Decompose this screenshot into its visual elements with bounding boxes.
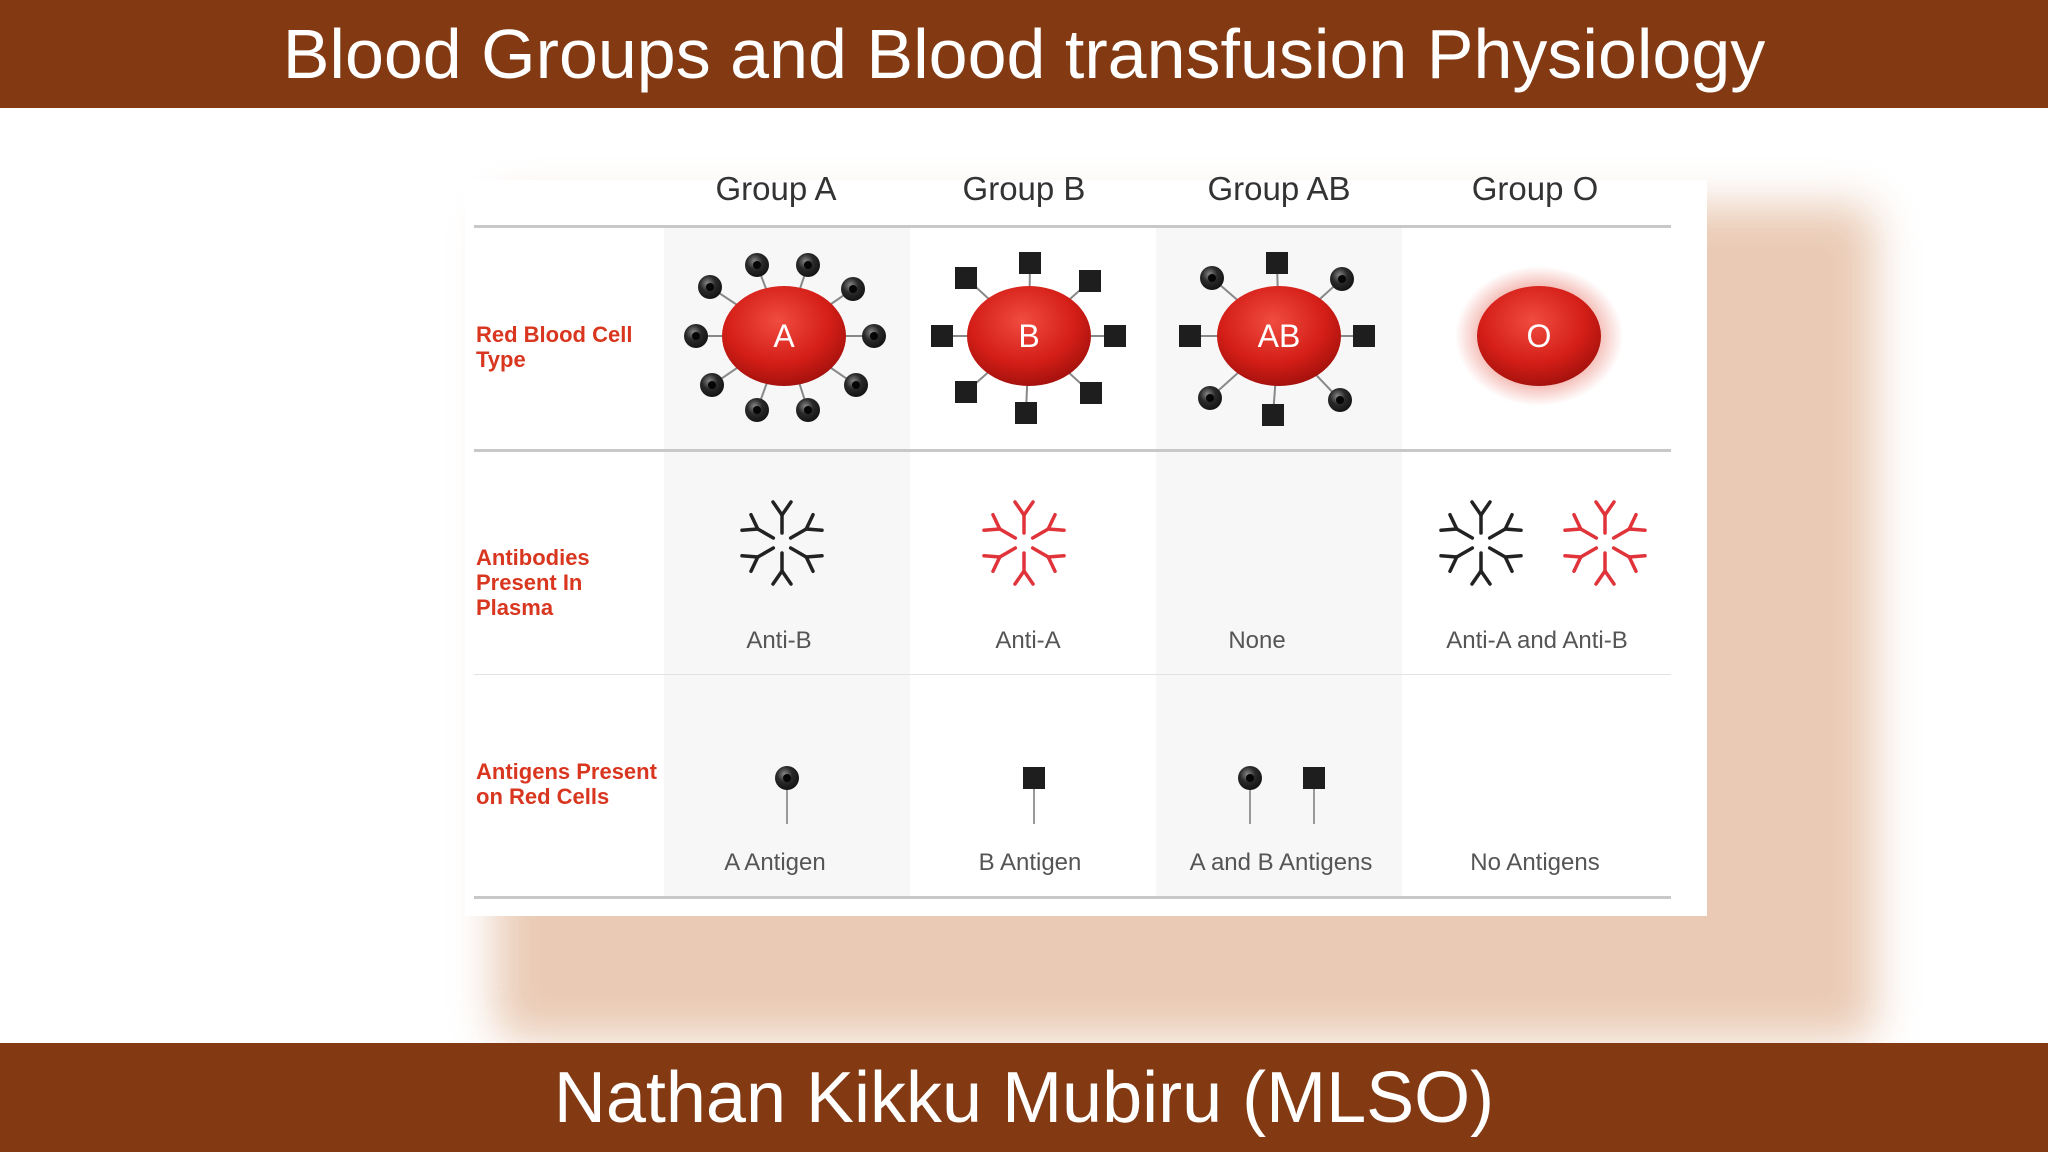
cell-letter-ab: AB: [1229, 318, 1329, 355]
anti-a-antibodies-group-b: [984, 502, 1064, 584]
anti-a-antibodies-group-o: [1565, 502, 1645, 584]
footer-banner: Nathan Kikku Mubiru (MLSO): [0, 1043, 2048, 1152]
cell-letter-b: B: [979, 318, 1079, 355]
antigen-label-group-b: B Antigen: [900, 849, 1160, 877]
antigen-b-single: [1023, 767, 1045, 824]
cell-letter-a: A: [734, 318, 834, 355]
antibody-label-group-a: Anti-B: [649, 627, 909, 655]
anti-b-antibodies-group-o: [1441, 502, 1521, 584]
antigen-label-group-a: A Antigen: [645, 849, 905, 877]
anti-b-antibodies-group-a: [742, 502, 822, 584]
antibody-label-group-o: Anti-A and Anti-B: [1407, 627, 1667, 655]
antigen-label-group-ab: A and B Antigens: [1151, 849, 1411, 877]
cell-letter-o: O: [1489, 318, 1589, 355]
antigen-label-group-o: No Antigens: [1405, 849, 1665, 877]
antibody-label-group-b: Anti-A: [898, 627, 1158, 655]
antigen-ab-pair: [1238, 766, 1325, 824]
antigen-a-single: [775, 766, 799, 824]
antibody-label-group-ab: None: [1127, 627, 1387, 655]
presenter-name: Nathan Kikku Mubiru (MLSO): [554, 1057, 1494, 1139]
